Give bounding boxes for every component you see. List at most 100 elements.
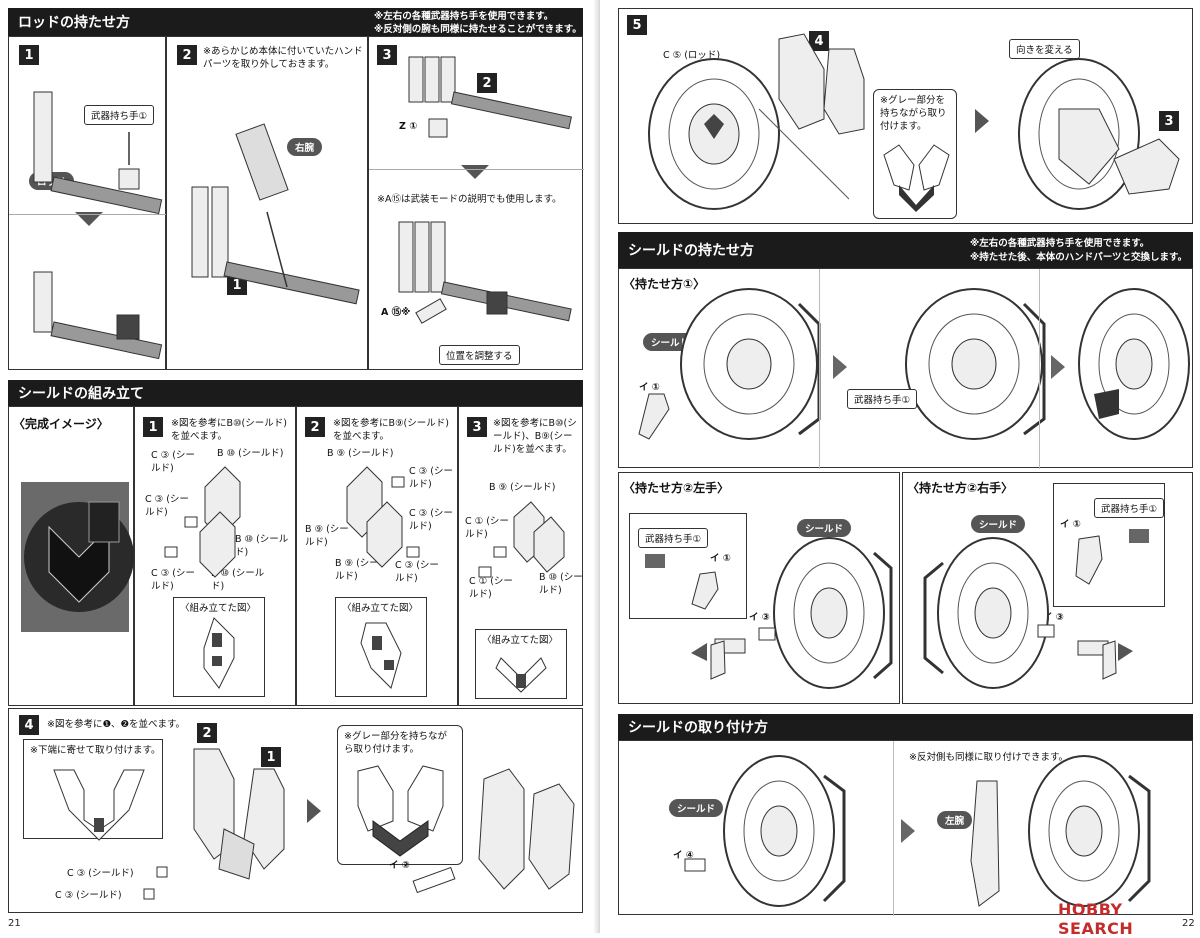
i-part-label: イ ① [639, 382, 660, 393]
part-label: C ③ (シールド) [395, 560, 439, 584]
part-label: C ③ (シールド) [151, 568, 195, 592]
down-arrow [75, 212, 103, 226]
grey-hold-note-5: ※グレー部分を持ちながら取り付けます。 [880, 95, 947, 132]
right-arrow [1051, 355, 1065, 379]
part-label: C ① (シールド) [465, 516, 509, 540]
part-label: B ⑨ (シールド) [327, 448, 394, 459]
part-label: C ③ (シールド) [145, 494, 189, 518]
a-part-label: A ⑮※ [381, 307, 411, 318]
i-part-label: イ ③ [749, 612, 770, 623]
assembly-step2-instructions: ※図を参考にB⑨(シールド)を並べます。 [333, 418, 449, 442]
step-number: 1 [143, 417, 163, 437]
shield-attach-panel: シールド イ ④ ※反対側も同様に取り付けできます。 左腕 [618, 740, 1193, 916]
assembly-step1-parts [164, 466, 241, 578]
method2-right-title: 〈持たせ方②右手〉 [907, 481, 1014, 495]
assembled-diagram-box: 〈組み立てた図〉 [475, 629, 567, 699]
part-label: C ③ (シールド) [409, 466, 453, 490]
rod-part-label: C ⑤ (ロッド) [663, 50, 721, 61]
i-part-label: イ ② [389, 860, 410, 871]
part-number-4: 4 [809, 31, 829, 51]
step-number: 2 [177, 45, 197, 65]
i-part-label: イ ① [710, 553, 731, 564]
step-number: 2 [305, 417, 325, 437]
right-arrow [833, 355, 847, 379]
assembly-step4-instructions: ※図を参考に❶、❷を並べます。 [47, 719, 186, 730]
assembly-step1-instructions: ※図を参考にB⑩(シールド)を並べます。 [171, 418, 287, 442]
method2-left-inset: 武器持ち手① イ ① [629, 513, 747, 619]
part-label: B ⑨ (シールド) [305, 524, 349, 548]
finish-image-label: 〈完成イメージ〉 [13, 417, 109, 431]
assembly-step3-parts [478, 501, 565, 578]
shield-label: シールド [797, 519, 852, 537]
part-label: C ③ (シールド) [67, 868, 134, 879]
rod-illustration-3 [398, 56, 572, 324]
page-number-left: 21 [8, 918, 21, 929]
assembly-step1-panel: 1 ※図を参考にB⑩(シールド)を並べます。 C ③ (シールド) B ⑩ (シ… [134, 406, 296, 706]
method1-panel: 〈持たせ方①〉 シールド イ ① 武器持ち手① [618, 268, 1193, 469]
grey-hold-note: ※グレー部分を持ちながら取り付けます。 [344, 731, 447, 755]
weapon-hand-label: 武器持ち手① [638, 528, 709, 548]
part-label: B ⑩ (シールド) [211, 568, 265, 592]
grey-hold-diagram [357, 765, 444, 857]
step4-parts [143, 748, 285, 900]
part-label: C ③ (シールド) [151, 450, 195, 474]
method2-right-illustration [923, 537, 1133, 689]
part-label: B ⑨ (シールド) [335, 558, 379, 582]
shield-attach-header: シールドの取り付け方 [618, 714, 1193, 740]
part-number-2: 2 [477, 73, 497, 93]
part-label: B ⑩ (シールド) [217, 448, 284, 459]
rod-illustration-1 [33, 91, 163, 360]
hand-part-right [1075, 529, 1149, 585]
shield-hold-header: シールドの持たせ方 [618, 232, 1193, 268]
part-label: B ⑩ (シールド) [235, 534, 289, 558]
page-22: 5 C ⑤ (ロッド) 4 ※グレー部分を持ちながら取り付けます。 向きを変える… [600, 0, 1200, 938]
rod-section-title: ロッドの持たせ方 [18, 15, 130, 31]
step5-result [1018, 58, 1180, 210]
right-arm-label: 右腕 [287, 138, 323, 156]
part-number-2: 2 [197, 723, 217, 743]
rod-step1-panel: 1 武器持ち手① ロッド [8, 36, 167, 370]
shield-hold-title: シールドの持たせ方 [628, 243, 754, 259]
assembly-step2-parts [346, 466, 420, 568]
rod-illustration-2 [191, 123, 360, 305]
part-label: B ⑩ (シールド) [539, 572, 583, 596]
part-label: C ① (シールド) [469, 576, 513, 600]
i-part-label: イ ③ [1043, 612, 1064, 623]
right-arrow [901, 819, 915, 843]
assembly-step4-panel: 4 ※図を参考に❶、❷を並べます。 ※下端に寄せて取り付けます。 2 1 C ③… [8, 708, 583, 913]
finish-image-panel: 〈完成イメージ〉 [8, 406, 134, 706]
turn-around-label: 向きを変える [1009, 39, 1080, 59]
method2-right-panel: 〈持たせ方②右手〉 シールド イ ① 武器持ち手① イ ③ [902, 472, 1193, 704]
attach-note: ※反対側も同様に取り付けできます。 [909, 752, 1069, 763]
assembled-diagram-3 [495, 657, 547, 693]
method2-left-title: 〈持たせ方②左手〉 [623, 481, 730, 495]
step-number: 3 [467, 417, 487, 437]
assembled-diagram-label: 〈組み立てた図〉 [342, 603, 419, 614]
hobby-search-watermark: HOBBY SEARCH [1058, 900, 1134, 938]
method2-right-inset: イ ① 武器持ち手① [1053, 483, 1165, 607]
method2-left-panel: 〈持たせ方②左手〉 武器持ち手① イ ① シールド イ ③ [618, 472, 900, 704]
hand-part [645, 554, 719, 610]
down-arrow [461, 165, 489, 179]
grey-hold-callout-5: ※グレー部分を持ちながら取り付けます。 [873, 89, 957, 219]
rod-note-1: ※左右の各種武器持ち手を使用できます。 [374, 11, 554, 22]
rod-note-2: ※反対側の腕も同様に持たせることができます。 [374, 24, 582, 35]
step-number: 5 [627, 15, 647, 35]
shield-assembly-header: シールドの組み立て [8, 380, 583, 406]
step4-result [412, 768, 575, 894]
shield-label: シールド [669, 799, 724, 817]
finished-shield-photo [21, 482, 134, 632]
rod-section-header: ロッドの持たせ方 [8, 8, 583, 36]
part-number-3: 3 [1159, 111, 1179, 131]
i-part-label: イ ① [1060, 519, 1081, 530]
rod-step3-panel: 3 2 Z ① ※A⑮は武装モードの説明でも使用します。 A ⑮※ 位置を調整す… [368, 36, 584, 370]
assembled-diagram-box: 〈組み立てた図〉 [173, 597, 265, 697]
attach-illustration-1 [684, 755, 1151, 907]
rod-step2-instructions: ※あらかじめ本体に付いていたハンドパーツを取り外しておきます。 [203, 46, 363, 70]
assembly-step3-panel: 3 ※図を参考にB⑩(シールド)、B⑨(シールド)を並べます。 B ⑨ (シール… [458, 406, 583, 706]
method1-illustrations [638, 288, 1190, 440]
shield-hold-note-2: ※持たせた後、本体のハンドパーツと交換します。 [970, 252, 1188, 263]
part-number-1: 1 [261, 747, 281, 767]
z-part-label: Z ① [399, 121, 418, 132]
weapon-hand-label: 武器持ち手① [1094, 498, 1165, 518]
